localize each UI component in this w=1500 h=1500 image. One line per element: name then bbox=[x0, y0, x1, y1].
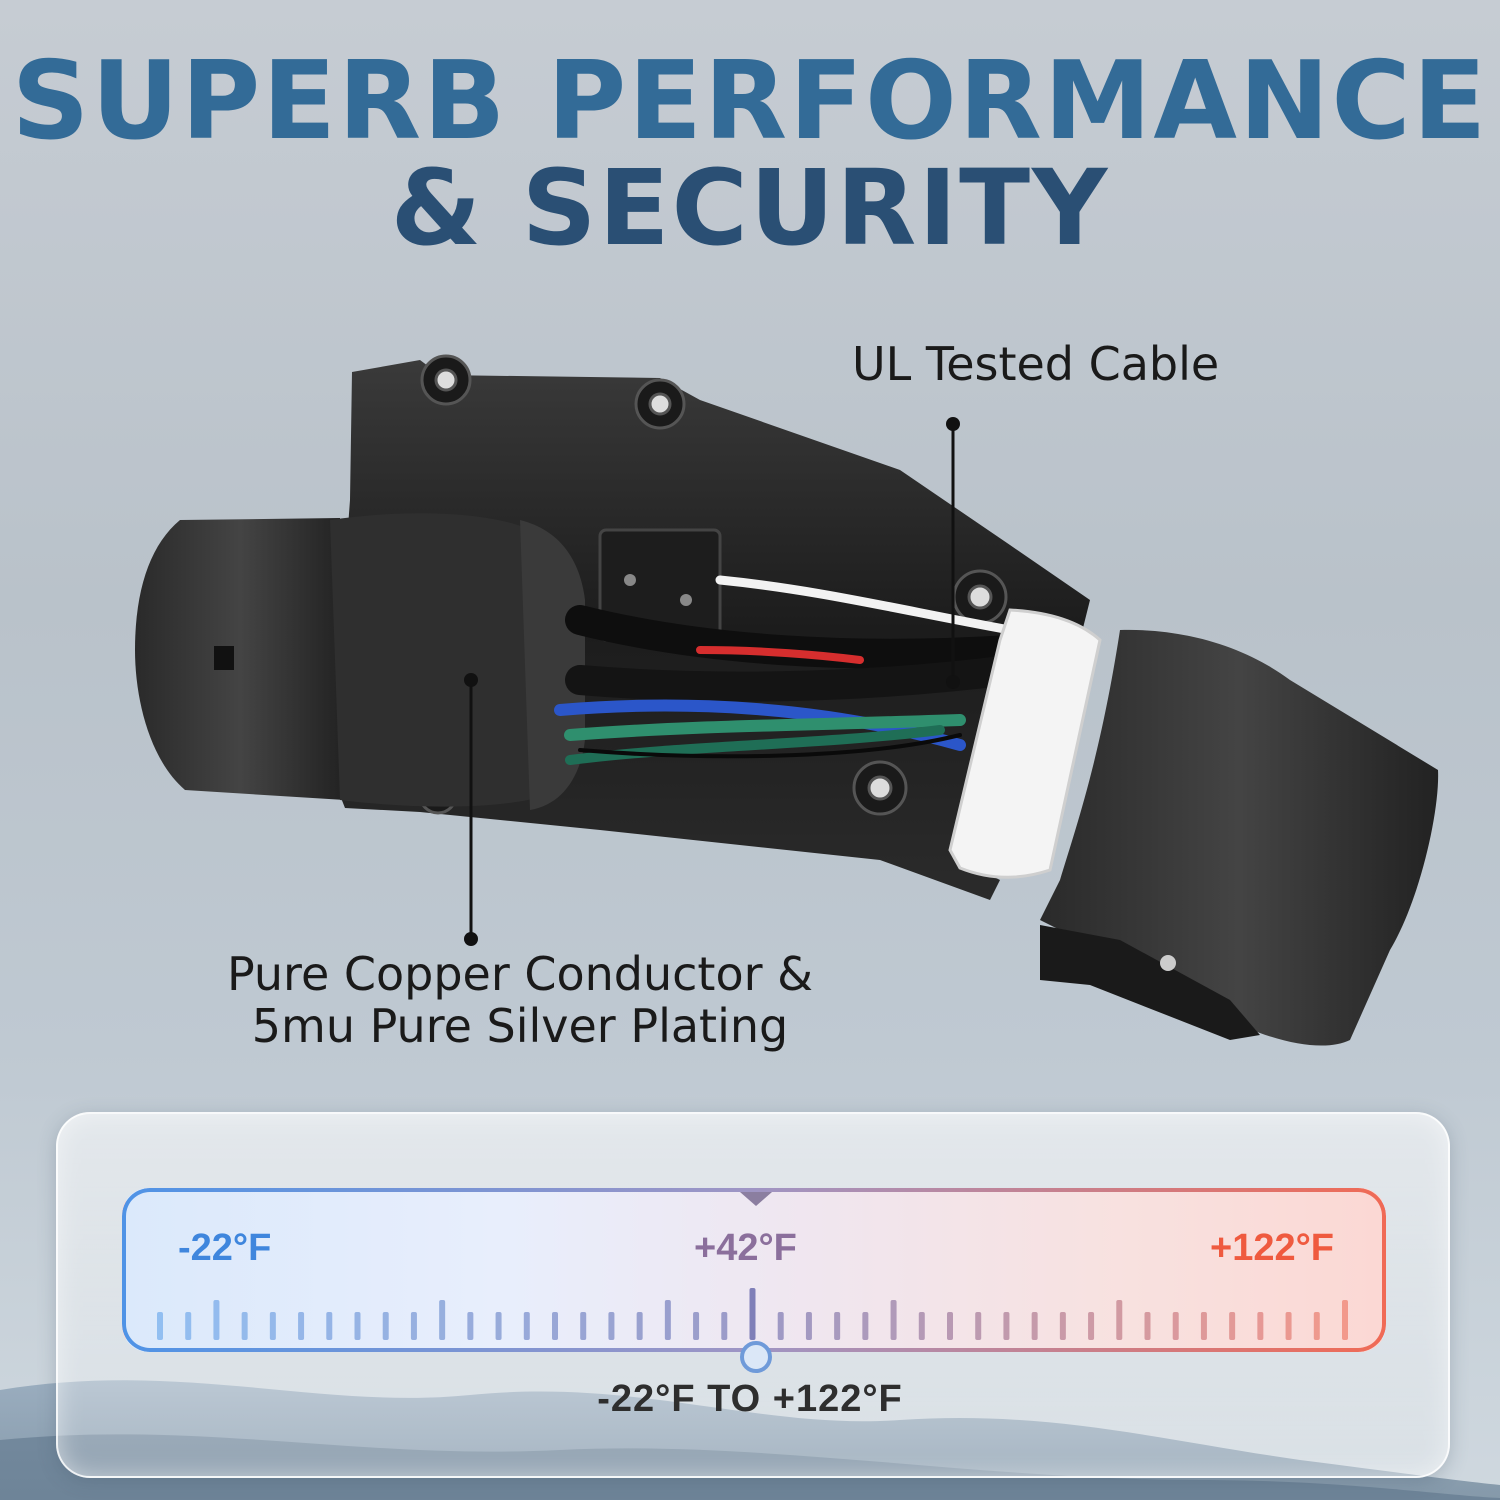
white-collar bbox=[948, 608, 1102, 879]
scale-tick bbox=[1172, 1312, 1179, 1340]
scale-tick bbox=[1313, 1312, 1320, 1340]
scale-tick bbox=[777, 1312, 784, 1340]
scale-tick bbox=[721, 1312, 728, 1340]
scale-tick bbox=[185, 1312, 192, 1340]
scale-tick bbox=[749, 1288, 756, 1340]
scale-tick bbox=[1200, 1312, 1207, 1340]
mid-pointer bbox=[740, 1192, 772, 1206]
scale-tick bbox=[410, 1312, 417, 1340]
headline-line-1: SUPERB PERFORMANCE bbox=[11, 39, 1489, 164]
right-plug bbox=[1040, 629, 1439, 1046]
scale-tick bbox=[1285, 1312, 1292, 1340]
scale-tick bbox=[805, 1312, 812, 1340]
scale-tick bbox=[580, 1312, 587, 1340]
scale-tick bbox=[382, 1312, 389, 1340]
scale-tick bbox=[326, 1312, 333, 1340]
scale-tick bbox=[269, 1312, 276, 1340]
copper-callout-dot bbox=[464, 673, 478, 687]
scale-tick bbox=[552, 1312, 558, 1340]
scale-tick bbox=[439, 1300, 446, 1340]
scale-tick bbox=[157, 1312, 163, 1340]
copper-callout-line-2: 5mu Pure Silver Plating bbox=[251, 999, 789, 1053]
scale-tick bbox=[298, 1312, 305, 1340]
scale-ticks bbox=[157, 1288, 1348, 1340]
scale-tick bbox=[862, 1312, 869, 1340]
scale-tick bbox=[1031, 1312, 1038, 1340]
scale-tick bbox=[636, 1312, 643, 1340]
scale-tick bbox=[664, 1300, 671, 1340]
scale-tick bbox=[241, 1312, 248, 1340]
scale-tick bbox=[213, 1300, 220, 1340]
scale-tick bbox=[918, 1312, 925, 1340]
scale-tick bbox=[834, 1312, 841, 1340]
internal-wires bbox=[554, 575, 1025, 765]
temperature-range-text: -22°F TO +122°F bbox=[597, 1378, 903, 1420]
scale-tick bbox=[975, 1312, 982, 1340]
mid-temperature-label: +42°F bbox=[694, 1227, 797, 1269]
scale-tick bbox=[495, 1312, 502, 1340]
scale-tick bbox=[1229, 1312, 1236, 1340]
left-plug bbox=[135, 518, 345, 800]
scale-tick bbox=[523, 1312, 530, 1340]
mid-marker bbox=[740, 1341, 772, 1373]
scale-tick bbox=[1059, 1312, 1066, 1340]
headline-line-2: & SECURITY bbox=[390, 147, 1110, 269]
copper-conductor-callout: Pure Copper Conductor & 5mu Pure Silver … bbox=[205, 948, 835, 1052]
scale-tick bbox=[354, 1312, 361, 1340]
scale-tick bbox=[1144, 1312, 1151, 1340]
scale-tick bbox=[890, 1300, 897, 1340]
scale-tick bbox=[1116, 1300, 1123, 1340]
max-temperature-label: +122°F bbox=[1210, 1227, 1335, 1269]
scale-tick bbox=[608, 1312, 615, 1340]
scale-tick bbox=[947, 1312, 953, 1340]
scale-tick bbox=[1088, 1312, 1095, 1340]
scale-tick bbox=[1003, 1312, 1010, 1340]
plug-ring bbox=[330, 513, 560, 807]
ul-cable-callout: UL Tested Cable bbox=[852, 337, 1220, 391]
callout-leaders bbox=[469, 426, 955, 938]
scale-tick bbox=[693, 1312, 700, 1340]
scale-tick bbox=[1342, 1300, 1348, 1340]
cable-callout-dot bbox=[946, 417, 960, 431]
scale-tick bbox=[467, 1312, 474, 1340]
copper-callout-line-1: Pure Copper Conductor & bbox=[226, 947, 814, 1001]
min-temperature-label: -22°F bbox=[178, 1227, 272, 1269]
scale-tick bbox=[1257, 1312, 1264, 1340]
